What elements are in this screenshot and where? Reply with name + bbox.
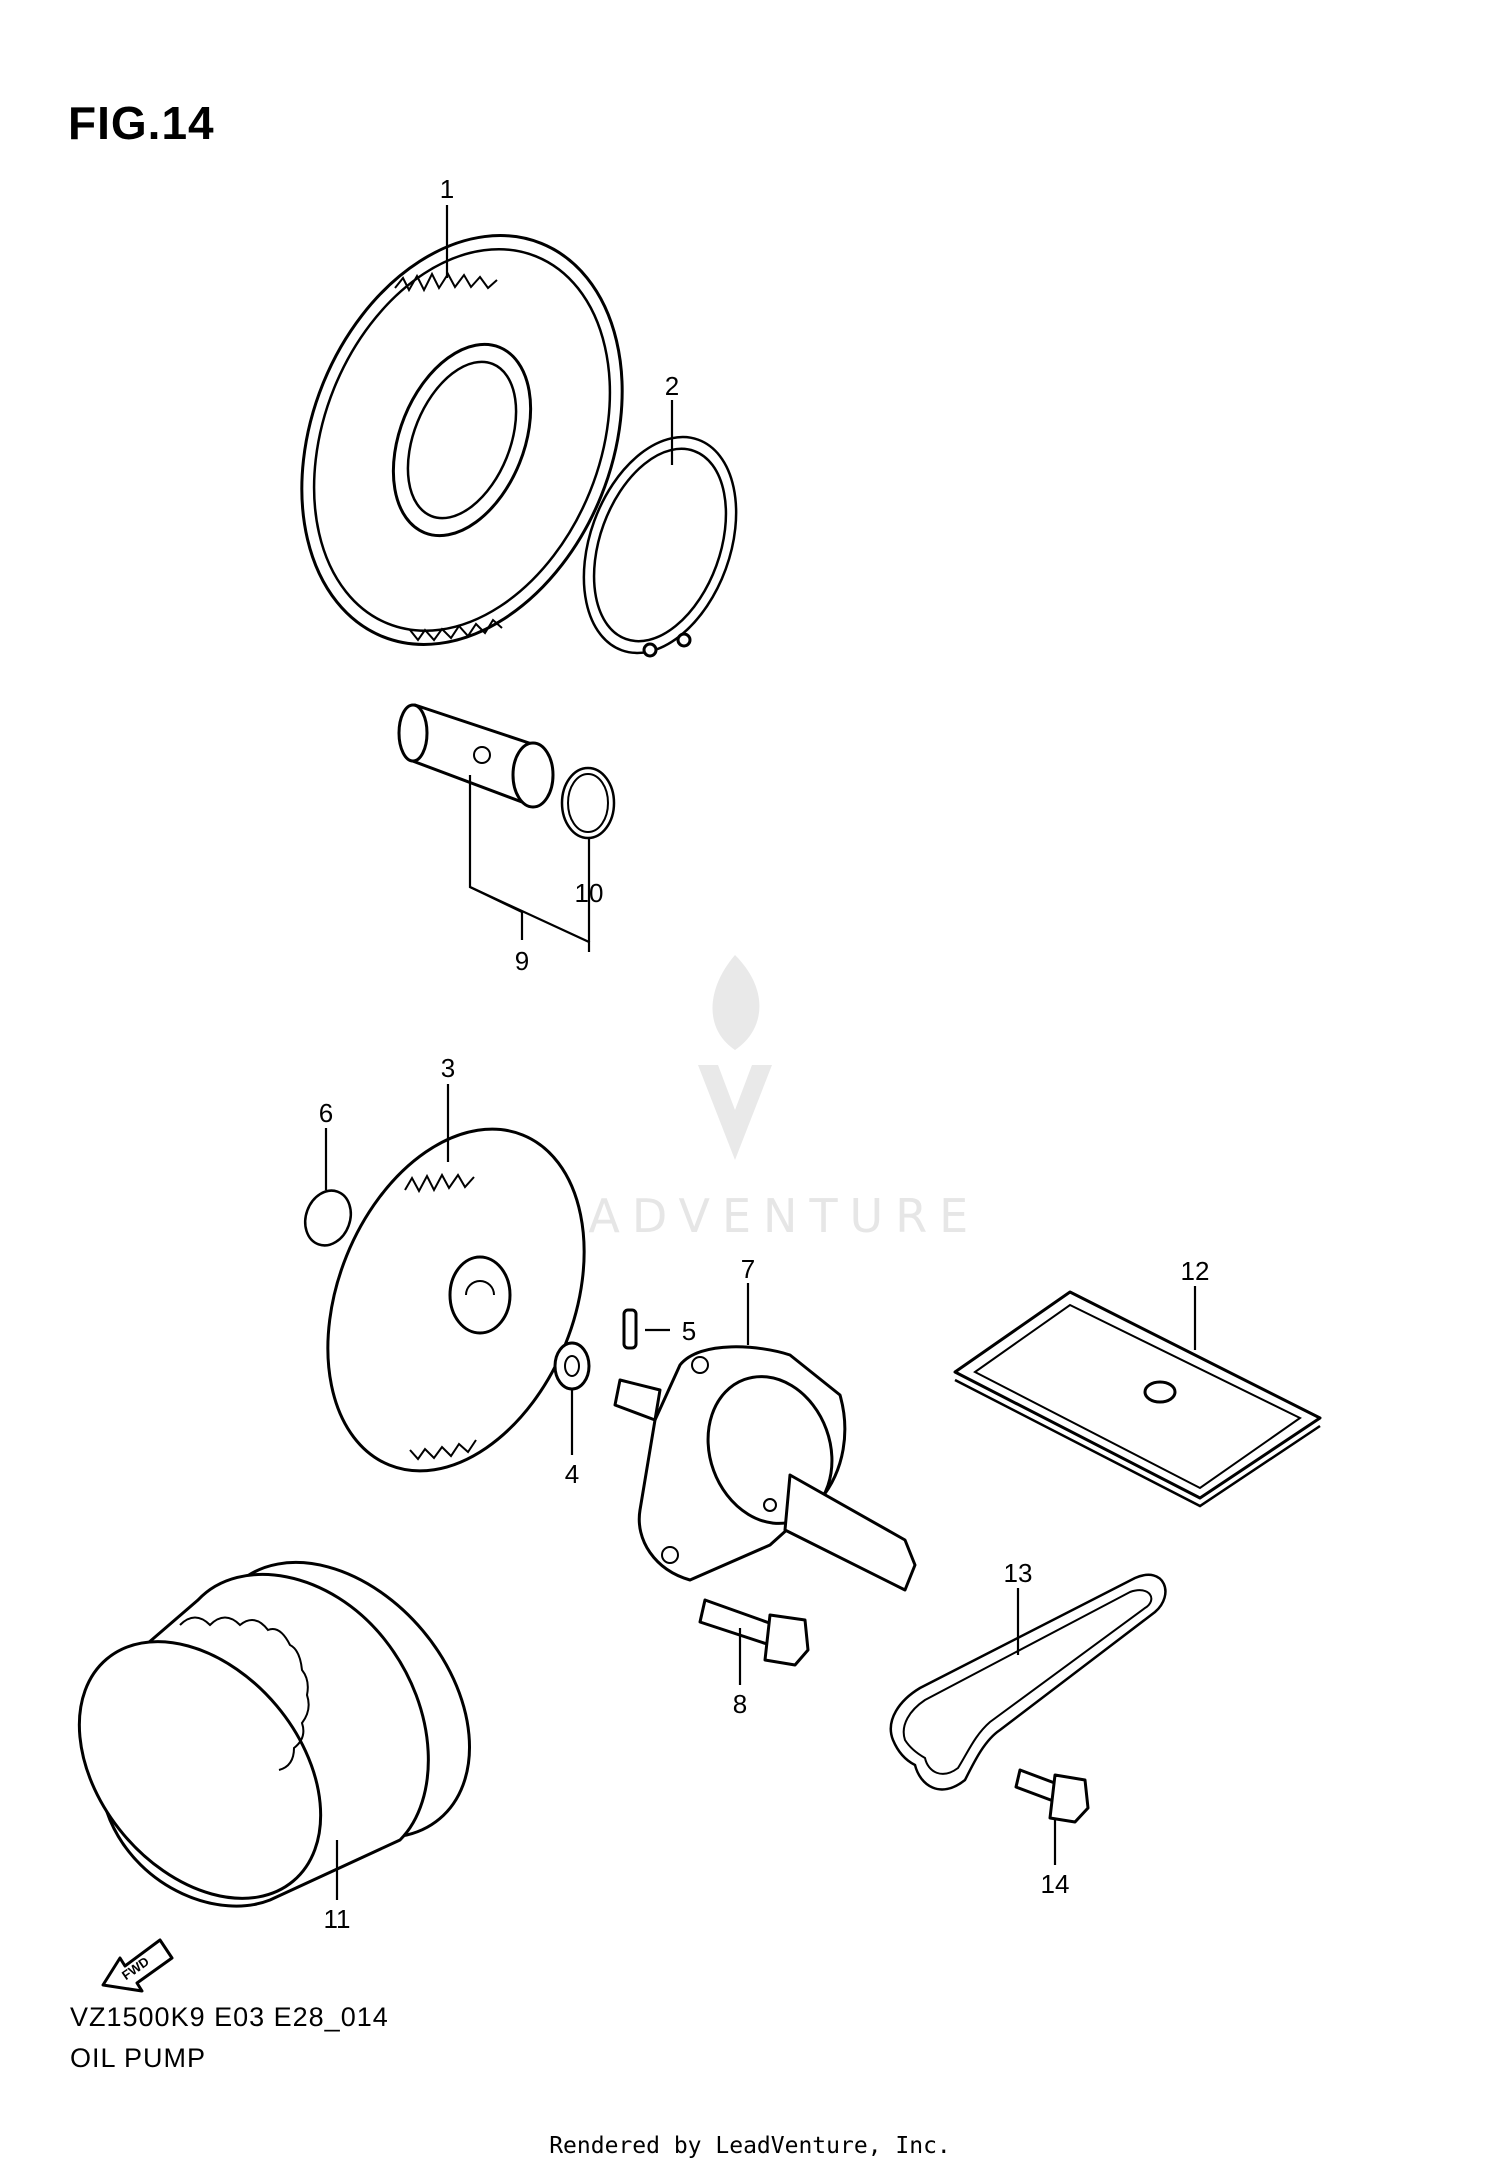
part-11-oil-filter[interactable] bbox=[30, 1512, 522, 1946]
callout-4: 4 bbox=[565, 1459, 579, 1489]
part-12-strainer[interactable] bbox=[953, 1290, 1322, 1508]
callout-1: 1 bbox=[440, 174, 454, 204]
figure-title: FIG.14 bbox=[68, 97, 215, 149]
part-8-bolt[interactable] bbox=[698, 1598, 810, 1667]
section-name: OIL PUMP bbox=[70, 2043, 207, 2073]
part-2-circlip[interactable] bbox=[556, 416, 764, 674]
part-6-circlip[interactable] bbox=[298, 1184, 358, 1252]
callout-5: 5 bbox=[682, 1316, 696, 1346]
callouts: 1 2 3 4 5 6 7 8 9 10 11 12 13 14 bbox=[319, 174, 1210, 1934]
part-13-gasket[interactable] bbox=[889, 1573, 1167, 1791]
callout-13: 13 bbox=[1004, 1558, 1033, 1588]
part-4-washer[interactable] bbox=[553, 1341, 591, 1391]
watermark-text: LEADVENTURE bbox=[510, 1189, 981, 1243]
part-9-shaft[interactable] bbox=[397, 703, 555, 809]
callout-7: 7 bbox=[741, 1254, 755, 1284]
leader-lines bbox=[324, 205, 1197, 1900]
callout-6: 6 bbox=[319, 1098, 333, 1128]
callout-2: 2 bbox=[665, 371, 679, 401]
callout-11: 11 bbox=[324, 1904, 351, 1934]
callout-14: 14 bbox=[1041, 1869, 1070, 1899]
callout-10: 10 bbox=[575, 878, 604, 908]
model-code: VZ1500K9 E03 E28_014 bbox=[70, 2002, 389, 2032]
rendered-by-credit: Rendered by LeadVenture, Inc. bbox=[549, 2133, 951, 2159]
callout-12: 12 bbox=[1181, 1256, 1210, 1286]
fwd-arrow-icon: FWD bbox=[101, 1938, 174, 1993]
part-7-oil-pump[interactable] bbox=[613, 1345, 917, 1592]
watermark: LEADVENTURE bbox=[510, 955, 981, 1243]
callout-8: 8 bbox=[733, 1689, 747, 1719]
callout-3: 3 bbox=[441, 1053, 455, 1083]
part-1-primary-gear[interactable] bbox=[244, 187, 681, 693]
part-14-bolt[interactable] bbox=[1014, 1768, 1090, 1824]
callout-9: 9 bbox=[515, 946, 529, 976]
part-5-pin[interactable] bbox=[622, 1308, 638, 1350]
part-10-o-ring[interactable] bbox=[560, 766, 616, 840]
part-3-pump-gear[interactable] bbox=[280, 1091, 632, 1509]
